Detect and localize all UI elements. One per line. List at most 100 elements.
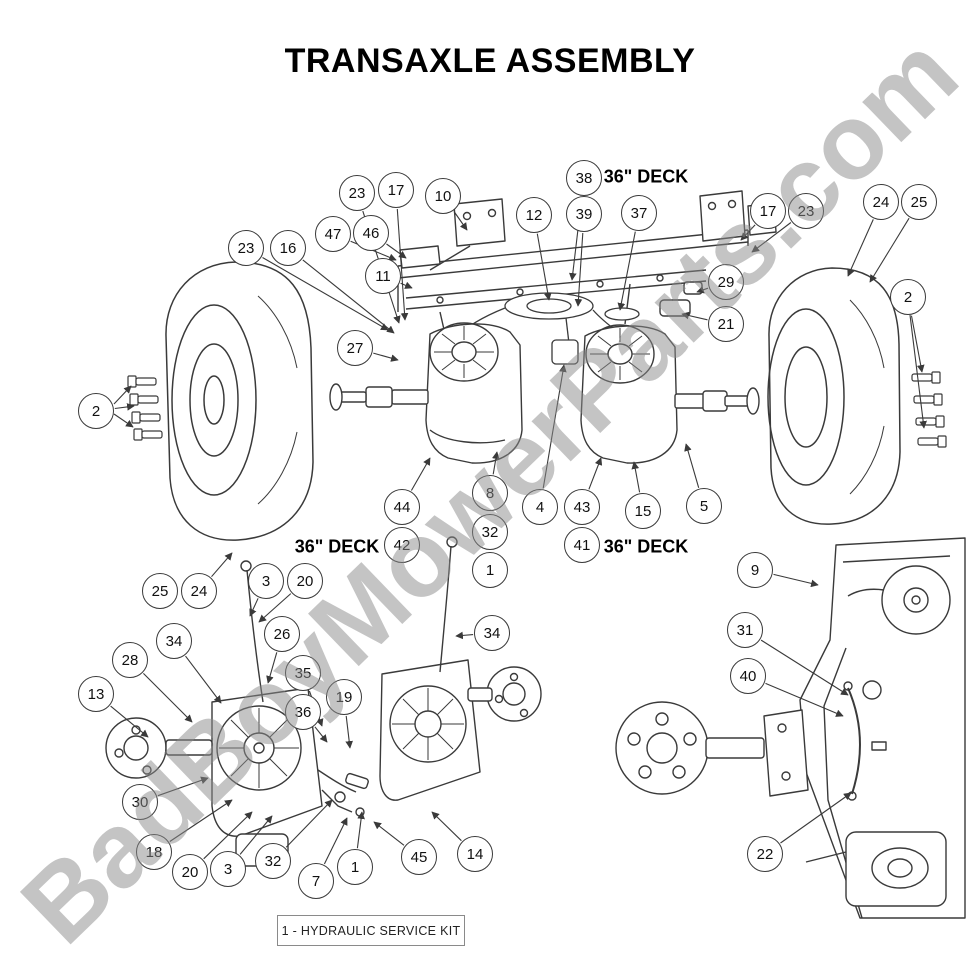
leader-line-9 — [773, 573, 819, 588]
callout-28: 28 — [112, 642, 148, 678]
callout-34: 34 — [474, 615, 510, 651]
leader-line-15 — [631, 461, 641, 493]
leader-line-37 — [617, 231, 636, 311]
leader-line-19 — [345, 715, 354, 749]
leader-line-34 — [455, 631, 474, 640]
leader-line-2 — [114, 403, 135, 411]
leader-line-43 — [588, 457, 603, 490]
leader-line-45 — [373, 821, 405, 846]
leader-line-17 — [396, 208, 409, 321]
callout-19: 19 — [326, 679, 362, 715]
leader-line-5 — [684, 443, 700, 488]
callout-1: 1 — [472, 552, 508, 588]
deck-size-label: 36" DECK — [603, 166, 689, 187]
callout-29: 29 — [708, 264, 744, 300]
callout-20: 20 — [287, 563, 323, 599]
callout-24: 24 — [181, 573, 217, 609]
bottom-left-assembly — [105, 536, 542, 867]
callout-10: 10 — [425, 178, 461, 214]
leader-line-22 — [780, 792, 852, 844]
leader-line-23 — [751, 222, 792, 253]
callout-40: 40 — [730, 658, 766, 694]
callout-23: 23 — [788, 193, 824, 229]
deck-size-label: 36" DECK — [603, 536, 689, 557]
callout-17: 17 — [750, 193, 786, 229]
leader-line-21 — [681, 311, 708, 321]
leader-line-34 — [185, 655, 222, 704]
callout-23: 23 — [228, 230, 264, 266]
callout-46: 46 — [353, 215, 389, 251]
callout-1: 1 — [337, 849, 373, 885]
callout-42: 42 — [384, 527, 420, 563]
callout-13: 13 — [78, 676, 114, 712]
leader-line-24 — [847, 219, 874, 277]
leader-line-26 — [266, 652, 278, 684]
leader-line-17 — [740, 224, 756, 241]
leader-line-10 — [453, 211, 468, 231]
callout-2: 2 — [78, 393, 114, 429]
leader-line-44 — [410, 457, 431, 491]
leader-line-4 — [542, 364, 567, 489]
callout-44: 44 — [384, 489, 420, 525]
deck-belt-pulleys — [454, 292, 640, 365]
callout-37: 37 — [621, 195, 657, 231]
callout-43: 43 — [564, 489, 600, 525]
callout-25: 25 — [142, 573, 178, 609]
callout-21: 21 — [708, 306, 744, 342]
callout-3: 3 — [248, 563, 284, 599]
leader-line-27 — [373, 352, 399, 362]
leader-line-11 — [400, 281, 413, 289]
callout-8: 8 — [472, 475, 508, 511]
leader-line-30 — [157, 776, 209, 797]
leader-line-40 — [765, 682, 844, 717]
transaxle-right — [580, 324, 760, 464]
callout-26: 26 — [264, 616, 300, 652]
leader-line-13 — [110, 705, 149, 738]
callout-11: 11 — [365, 258, 401, 294]
leader-line-25 — [869, 217, 910, 283]
deck-size-label: 36" DECK — [294, 536, 380, 557]
leader-line-3 — [239, 815, 273, 855]
callout-4: 4 — [522, 489, 558, 525]
callout-5: 5 — [686, 488, 722, 524]
callout-23: 23 — [339, 175, 375, 211]
hydraulic-kit-note: 1 - HYDRAULIC SERVICE KIT — [281, 923, 461, 938]
hydraulic-kit-note-box: 1 - HYDRAULIC SERVICE KIT — [277, 915, 465, 946]
leader-line-2 — [910, 315, 925, 373]
page-title: TRANSAXLE ASSEMBLY — [284, 42, 696, 80]
leader-line-12 — [536, 233, 552, 301]
transaxle-left — [329, 322, 523, 464]
callout-45: 45 — [401, 839, 437, 875]
callout-25: 25 — [901, 184, 937, 220]
callout-31: 31 — [727, 612, 763, 648]
leader-lines — [110, 196, 925, 865]
callout-39: 39 — [566, 196, 602, 232]
callout-7: 7 — [298, 863, 334, 899]
callout-38: 38 — [566, 160, 602, 196]
leader-line-39 — [574, 232, 584, 307]
leader-line-16 — [302, 259, 395, 334]
callout-32: 32 — [472, 514, 508, 550]
leader-line-3 — [249, 598, 259, 617]
callout-32: 32 — [255, 843, 291, 879]
leader-line-28 — [143, 673, 193, 723]
callout-41: 41 — [564, 527, 600, 563]
leader-line-24 — [211, 552, 233, 578]
rear-tire-left — [165, 261, 314, 541]
callout-2: 2 — [890, 279, 926, 315]
callout-20: 20 — [172, 854, 208, 890]
leader-line-20 — [258, 593, 292, 623]
leader-line-31 — [760, 639, 849, 696]
callout-24: 24 — [863, 184, 899, 220]
callout-14: 14 — [457, 836, 493, 872]
callout-17: 17 — [378, 172, 414, 208]
wheel-bolts-right — [909, 314, 947, 448]
leader-line-8 — [492, 451, 500, 475]
callout-3: 3 — [210, 851, 246, 887]
wheel-bolts-left — [113, 375, 163, 441]
leader-line-18 — [169, 799, 233, 842]
callout-27: 27 — [337, 330, 373, 366]
callout-30: 30 — [122, 784, 158, 820]
